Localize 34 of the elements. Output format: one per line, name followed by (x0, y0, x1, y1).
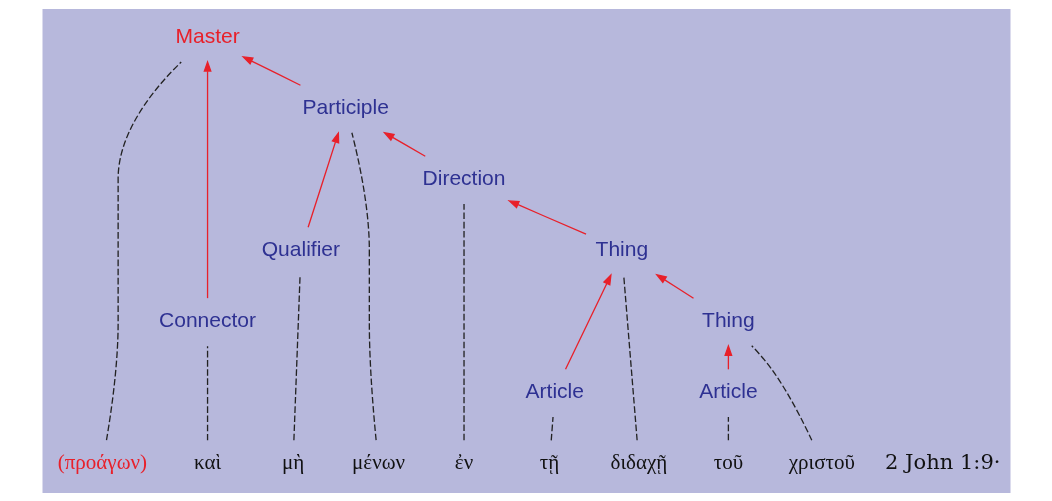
connector (206, 344, 208, 441)
connector (292, 274, 301, 441)
arrow (306, 130, 339, 228)
node-text: (προάγων) (57, 449, 147, 474)
node-text: Qualifier (261, 236, 340, 260)
connector (727, 415, 729, 441)
node-text: Connector (158, 307, 256, 331)
label: 2 John 1:9· (884, 448, 1000, 474)
node-text: Participle (301, 94, 389, 118)
node-text: μὴ (281, 449, 304, 474)
arrow (240, 55, 301, 86)
node-text: τῇ (539, 449, 559, 474)
node-text: Thing (595, 236, 648, 260)
arrow (382, 131, 426, 157)
arrow (564, 272, 612, 370)
node-text: χριστοῦ (788, 449, 855, 474)
node-text: τοῦ (713, 449, 743, 474)
connector (350, 131, 377, 441)
node-text: καὶ (193, 449, 221, 474)
connector (462, 202, 465, 441)
connector (750, 344, 812, 441)
node-text: Thing (701, 307, 755, 331)
arrow (506, 199, 587, 235)
node-text: μένων (351, 449, 405, 474)
node-text: Article (525, 378, 584, 402)
node-text: ἐν (454, 449, 473, 474)
connector (550, 415, 554, 441)
node-text: διδαχῇ (610, 449, 667, 474)
connector (105, 60, 182, 441)
arrow (654, 273, 694, 299)
arrow (202, 59, 212, 299)
node-text: Direction (422, 165, 506, 189)
node-text: Master (174, 23, 240, 47)
node-text: Article (698, 378, 758, 402)
